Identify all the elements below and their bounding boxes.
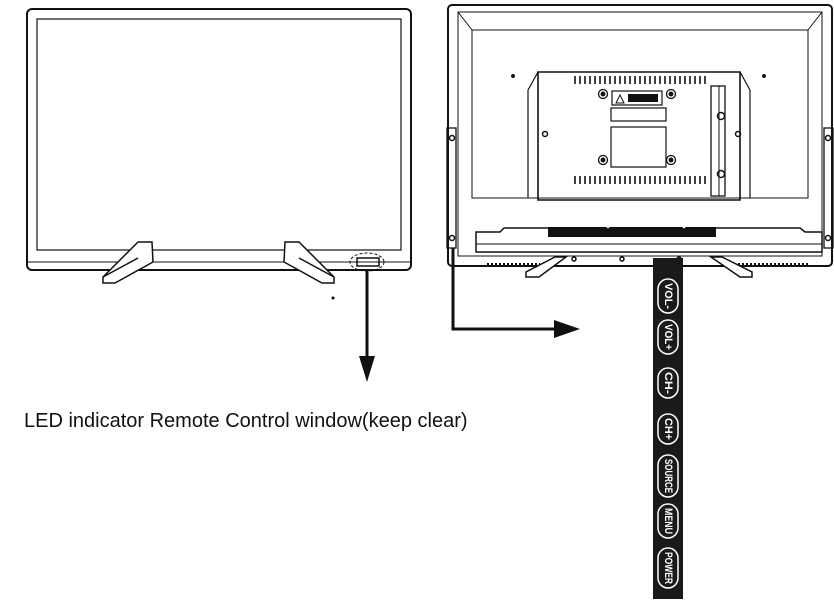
bottom-vents <box>574 176 706 184</box>
panel-button-vol[interactable]: VOL- <box>657 278 679 314</box>
panel-button-label: VOL+ <box>662 324 674 350</box>
rear-stand-bar <box>475 225 823 265</box>
tv-back-view <box>446 4 834 278</box>
front-left-stand <box>102 241 154 284</box>
panel-button-outline <box>657 454 679 498</box>
panel-button-label: CH- <box>662 372 674 394</box>
panel-button-label: CH+ <box>662 418 674 440</box>
panel-button-outline <box>657 278 679 314</box>
led-arrow <box>359 271 375 382</box>
led-indicator-window <box>356 257 380 267</box>
tv-front-view <box>26 8 412 300</box>
warning-label <box>611 90 663 106</box>
front-right-stand <box>283 241 335 284</box>
tv-front-screen <box>36 18 402 251</box>
panel-button-outline <box>657 413 679 445</box>
rating-label-2 <box>610 126 667 168</box>
panel-button-label: SOURCE <box>662 459 674 493</box>
top-vents <box>574 76 706 84</box>
tv-back-bevel <box>471 29 809 199</box>
control-panel-arrow <box>451 248 580 338</box>
right-side-bracket <box>823 127 834 249</box>
panel-button-label: MENU <box>662 508 674 534</box>
panel-button-outline <box>657 503 679 539</box>
panel-button-ch[interactable]: CH- <box>657 367 679 399</box>
panel-button-menu[interactable]: MENU <box>657 503 679 539</box>
panel-button-power[interactable]: POWER <box>657 547 679 589</box>
panel-button-volplus[interactable]: VOL+ <box>657 319 679 355</box>
tv-front-bezel <box>26 8 412 271</box>
tv-back-inner-frame <box>457 11 823 257</box>
panel-button-outline <box>657 319 679 355</box>
side-connector-strip <box>710 85 726 197</box>
vesa-screws <box>597 88 677 166</box>
panel-button-label: VOL- <box>662 283 674 309</box>
panel-button-source[interactable]: SOURCE <box>657 454 679 498</box>
panel-button-chplus[interactable]: CH+ <box>657 413 679 445</box>
rating-label-1 <box>610 107 667 122</box>
rear-housing <box>537 71 741 201</box>
led-indicator-caption: LED indicator Remote Control window(keep… <box>24 410 468 432</box>
back-right-stand <box>708 256 753 278</box>
panel-button-outline <box>657 547 679 589</box>
tv-back-outer <box>447 4 833 267</box>
panel-button-label: POWER <box>662 552 674 584</box>
back-left-stand <box>525 256 569 278</box>
panel-button-outline <box>657 367 679 399</box>
side-control-panel: VOL- VOL+ CH- CH+ SOURCE MENU POWER <box>653 258 683 599</box>
front-small-dot <box>331 296 335 300</box>
